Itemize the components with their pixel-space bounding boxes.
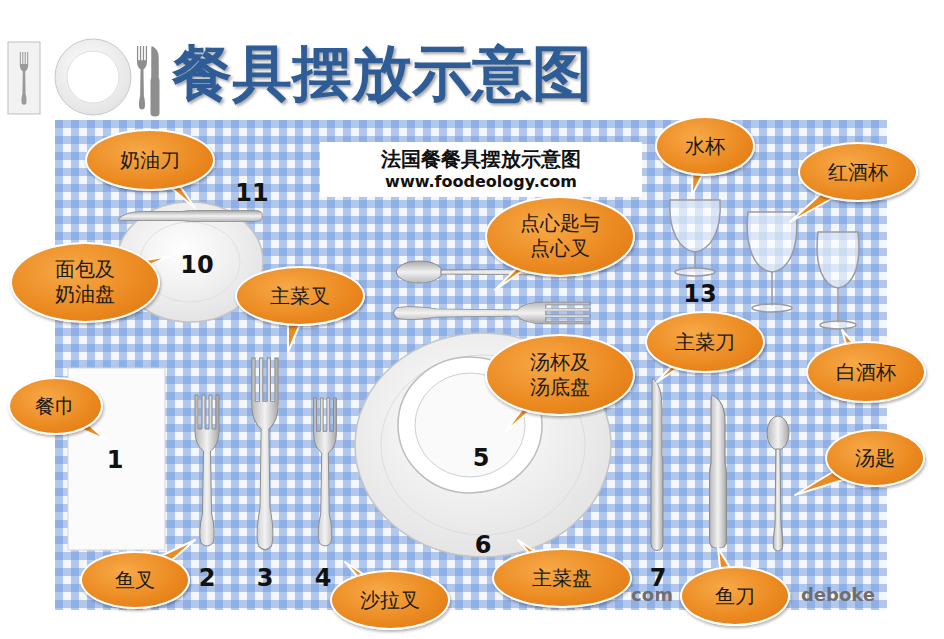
callout-text: 鱼刀	[715, 584, 755, 609]
node-content: 餐巾	[35, 394, 75, 419]
callout-bubble: 白酒杯	[806, 341, 926, 403]
node-content: 红酒杯	[828, 160, 888, 185]
node-content: 法国餐餐具摆放示意图www.foodeology.com	[381, 147, 581, 192]
water-glass-base	[675, 268, 715, 276]
callout-number: 4	[315, 564, 332, 592]
callout-number: 1	[107, 446, 124, 474]
callout-bubble: 沙拉叉	[330, 570, 450, 630]
dessert-fork	[394, 302, 590, 324]
main-knife	[651, 378, 663, 550]
fish-knife	[710, 395, 727, 548]
plate-icon	[55, 39, 131, 115]
node-content: 鱼叉	[115, 568, 155, 593]
node-content: 主菜叉	[270, 284, 330, 309]
soup-spoon	[767, 416, 789, 551]
callout-text: 主菜叉	[270, 284, 330, 309]
callout-bubble: 主菜盘	[492, 548, 632, 608]
red-wine-glass-stem	[771, 272, 773, 306]
red-wine-glass	[747, 212, 797, 272]
node-content: 汤杯及汤底盘	[530, 350, 591, 400]
node-content: 水杯	[685, 134, 725, 159]
callout-text: 沙拉叉	[360, 588, 420, 613]
water-glass	[670, 200, 720, 252]
callout-number: 2	[199, 564, 216, 592]
node-content: 鱼刀	[715, 584, 755, 609]
white-wine-glass-base	[820, 321, 856, 329]
node-content: 汤匙	[855, 446, 895, 471]
page-title: 餐具摆放示意图	[172, 40, 592, 106]
callout-bubble: 鱼叉	[80, 551, 190, 609]
fork-icon	[20, 52, 28, 105]
callout-text: 主菜刀	[675, 330, 735, 355]
callout-bubble: 鱼刀	[680, 566, 790, 626]
callout-bubble: 餐巾	[8, 377, 103, 435]
watermark-text: com	[631, 584, 673, 605]
callout-bubble: 点心匙与点心叉	[485, 196, 635, 277]
callout-bubble: 奶油刀	[85, 129, 215, 191]
node-content: 主菜盘	[532, 566, 592, 591]
callout-text: 红酒杯	[828, 160, 888, 185]
salad-fork	[314, 398, 337, 546]
callout-bubble: 红酒杯	[798, 142, 918, 202]
napkin-icon	[8, 42, 40, 114]
node-content: 奶油刀	[120, 148, 180, 173]
callout-text: 汤匙	[855, 446, 895, 471]
gingham-cloth	[55, 120, 887, 610]
plate-icon-rim	[67, 51, 119, 103]
fish-fork	[195, 395, 219, 546]
main-plate	[355, 333, 611, 557]
callout-text: 餐巾	[35, 394, 75, 419]
callout-number: 13	[683, 280, 716, 308]
node-content: 白酒杯	[836, 360, 896, 385]
callout-bubble: 主菜叉	[235, 266, 365, 326]
inset-title-text: www.foodeology.com	[381, 172, 581, 192]
node-content: 主菜刀	[675, 330, 735, 355]
callout-text: 奶油刀	[120, 148, 180, 173]
callout-tails	[55, 146, 878, 600]
callout-number: 6	[475, 531, 492, 559]
butter-knife	[118, 211, 262, 222]
knife-icon	[151, 46, 160, 116]
white-wine-glass-stem	[837, 288, 839, 323]
callout-text: 点心匙与点心叉	[520, 211, 601, 261]
callout-bubble: 主菜刀	[645, 311, 765, 373]
watermark-text: deboke	[801, 584, 875, 605]
callout-text: 鱼叉	[115, 568, 155, 593]
header-icons	[8, 39, 160, 116]
node-content: 面包及奶油盘	[55, 257, 116, 307]
callout-bubble: 汤杯及汤底盘	[485, 334, 635, 416]
white-wine-glass	[817, 232, 859, 288]
callout-text: 面包及奶油盘	[55, 257, 116, 307]
callout-text: 水杯	[685, 134, 725, 159]
callout-number: 5	[473, 444, 490, 472]
red-wine-glass-base	[752, 304, 792, 312]
callout-bubble: 汤匙	[825, 429, 925, 487]
callout-text: 白酒杯	[836, 360, 896, 385]
callout-number: 3	[257, 564, 274, 592]
callout-text: 汤杯及汤底盘	[530, 350, 591, 400]
inset-title-box: 法国餐餐具摆放示意图www.foodeology.com	[320, 142, 642, 197]
node-content: 沙拉叉	[360, 588, 420, 613]
node-content: 点心匙与点心叉	[520, 211, 601, 261]
callout-number: 10	[180, 251, 213, 279]
callout-number: 11	[235, 179, 268, 207]
fork-icon	[137, 46, 147, 109]
callout-text: 主菜盘	[532, 566, 592, 591]
glasses	[670, 200, 859, 329]
main-fork	[252, 358, 278, 550]
inset-title-text: 法国餐餐具摆放示意图	[381, 147, 581, 172]
callout-bubble: 面包及奶油盘	[10, 242, 160, 323]
callout-bubble: 水杯	[655, 116, 755, 176]
